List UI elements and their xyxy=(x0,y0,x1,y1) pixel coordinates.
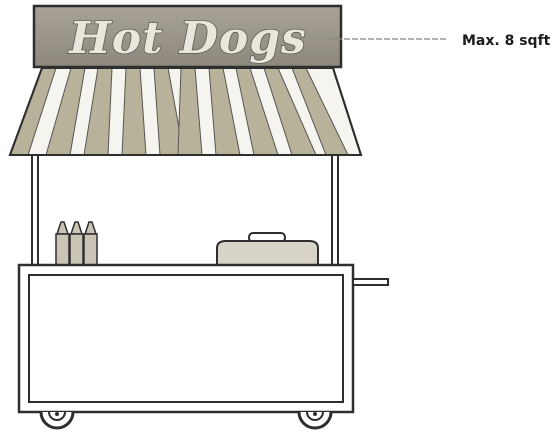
grill-lid-icon xyxy=(217,233,318,265)
bottle xyxy=(56,222,69,265)
right-wheel xyxy=(299,412,331,428)
cart-push-handle xyxy=(353,279,388,285)
left-wheel xyxy=(41,412,73,428)
sign-board: Hot Dogs xyxy=(34,6,341,67)
size-annotation: Max. 8 sqft xyxy=(328,33,551,49)
sign-text: Hot Dogs xyxy=(67,13,307,64)
condiment-bottles-icon xyxy=(56,222,97,265)
awning xyxy=(10,68,361,155)
grill-lid xyxy=(217,241,318,265)
wheel-icon xyxy=(41,412,331,428)
annotation-label: Max. 8 sqft xyxy=(462,33,551,49)
bottle xyxy=(84,222,97,265)
left-pole xyxy=(32,155,38,265)
cart-body xyxy=(19,265,388,412)
right-pole xyxy=(332,155,338,265)
bottle xyxy=(70,222,83,265)
